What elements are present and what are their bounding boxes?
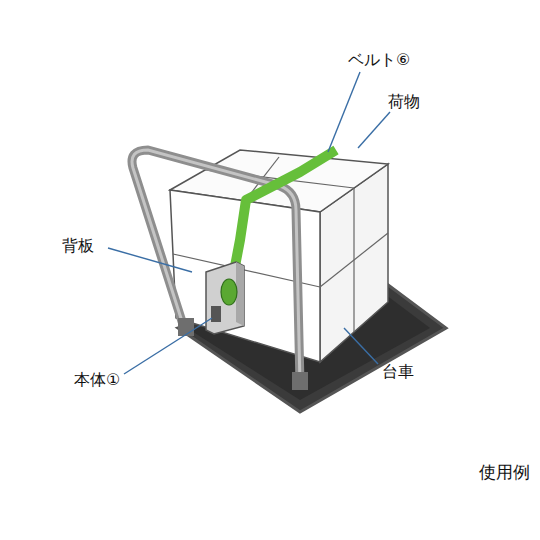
leader-line bbox=[328, 72, 360, 152]
part-label: 本体① bbox=[74, 370, 120, 389]
part-label: ベルト⑥ bbox=[348, 50, 410, 69]
part-label: 台車 bbox=[382, 362, 414, 381]
leader-line bbox=[124, 318, 212, 374]
part-label: 荷物 bbox=[388, 92, 420, 111]
device-body bbox=[206, 262, 244, 334]
box-seam bbox=[353, 188, 354, 332]
belt-reel bbox=[221, 279, 237, 305]
handle-foot bbox=[292, 372, 308, 390]
leader-line bbox=[358, 112, 390, 148]
handle-foot bbox=[178, 318, 194, 336]
part-label: 背板 bbox=[62, 236, 94, 255]
leader-line bbox=[344, 328, 378, 364]
caption: 使用例 bbox=[479, 462, 530, 482]
belt bbox=[232, 150, 336, 282]
device-lever bbox=[211, 306, 221, 322]
leader-line bbox=[108, 248, 192, 272]
